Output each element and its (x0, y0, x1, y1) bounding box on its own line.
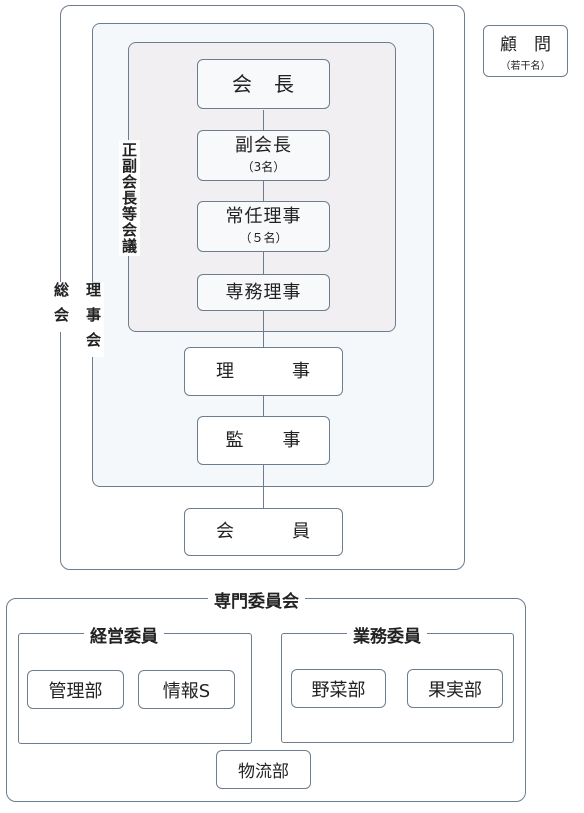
president-label: 会 長 (232, 72, 295, 96)
dept-joho: 情報S (138, 670, 235, 709)
dept-kanri-label: 管理部 (48, 680, 103, 702)
business-title: 業務委員 (347, 622, 427, 647)
member-label: 会 員 (216, 521, 311, 543)
management-title: 経営委員 (84, 622, 164, 647)
auditor-box: 監 事 (197, 416, 330, 465)
auditor-label: 監 事 (225, 429, 302, 451)
committee-title: 専門委員会 (208, 587, 305, 612)
dept-butsuryu: 物流部 (216, 750, 311, 789)
advisor-box: 顧 問 （若干名） (483, 25, 568, 77)
vice-president-box: 副会長 （3名） (197, 130, 330, 181)
dept-joho-label: 情報S (162, 680, 211, 702)
dept-butsuryu-label: 物流部 (238, 762, 289, 782)
board-label: 理事会 (83, 282, 104, 357)
member-box: 会 員 (184, 508, 343, 556)
vice-president-label: 副会長 (235, 135, 292, 157)
vice-president-count: （3名） (241, 159, 286, 174)
exec-meeting-label: 正副会長等会議 (119, 140, 140, 256)
general-assembly-label: 総会 (51, 282, 72, 332)
executive-director-label: 専務理事 (225, 281, 302, 303)
standing-director-count: （５名） (239, 230, 288, 245)
standing-director-box: 常任理事 （５名） (197, 201, 330, 252)
advisor-title: 顧 問 (500, 35, 551, 55)
standing-director-label: 常任理事 (225, 206, 302, 228)
executive-director-box: 専務理事 (197, 274, 330, 311)
dept-kajitsu: 果実部 (407, 669, 503, 708)
director-label: 理 事 (216, 360, 311, 382)
director-box: 理 事 (184, 347, 343, 396)
dept-kajitsu-label: 果実部 (428, 679, 482, 701)
advisor-note: （若干名） (500, 61, 551, 72)
dept-yasai-label: 野菜部 (311, 679, 366, 701)
dept-kanri: 管理部 (27, 670, 124, 709)
dept-yasai: 野菜部 (291, 669, 386, 708)
president-box: 会 長 (197, 59, 330, 109)
